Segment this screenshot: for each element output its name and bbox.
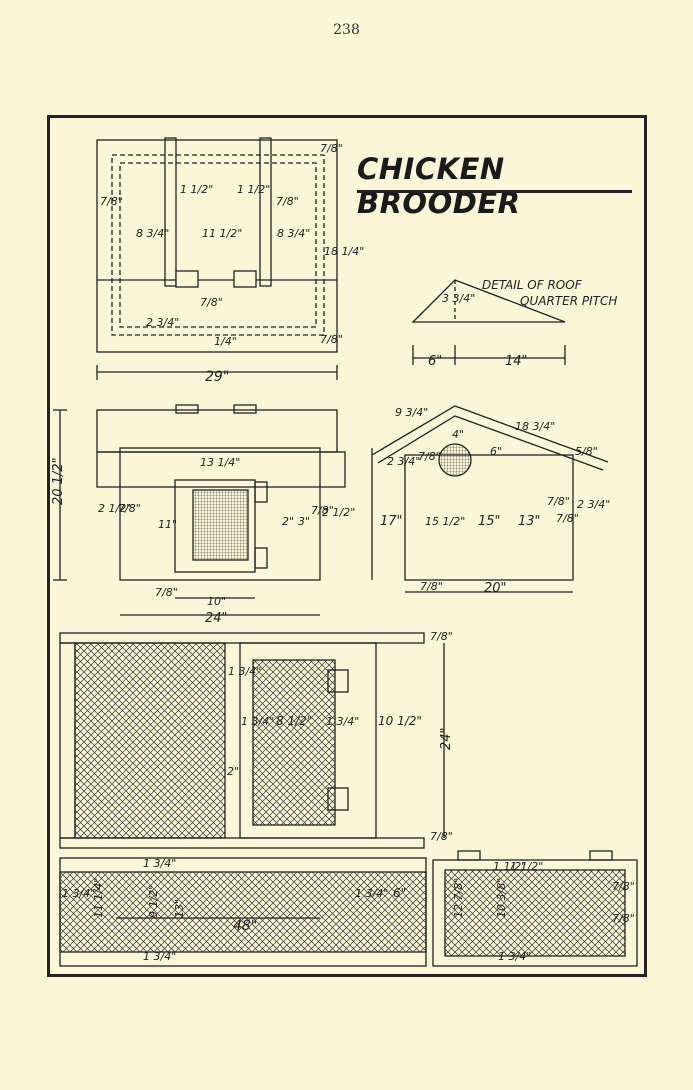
dim-label: 1 1/2" [180,183,213,196]
dim-label: 7/8" [276,195,299,208]
dim-label: 7/8" [547,495,570,508]
dim-label: 1 3/4" [228,665,261,678]
dim-label: 17" [380,514,403,529]
page-number: 238 [333,22,360,38]
dim-label: 1 3/4" [62,887,95,900]
dim-label: 7/8" [612,880,635,893]
dim-label: 2 3/4" [387,455,420,468]
dim-label: 13" [518,514,541,529]
dim-label: 1 1/2" [237,183,270,196]
dim-label: 7/8" [418,450,441,463]
dim-label: 1 3/4" [241,715,274,728]
roof-detail [411,279,566,365]
dim-label: 1 1/2" [493,860,526,873]
dim-label: 7/8" [100,195,123,208]
dim-label: 1 3/4" [498,950,531,963]
dim-label: 1 3/4" [143,857,176,870]
dim-label: 4" [452,428,464,441]
dim-label: 8 3/4" [136,227,169,240]
top-view [96,137,338,380]
dim-label: 7/8" [430,630,453,643]
drawing-plate [47,115,647,977]
dim-label: 7/8" [320,333,343,346]
dim-label: 29" [205,369,229,385]
dim-label: 2" [282,515,294,528]
dim-label: 20" [484,581,507,596]
dim-label: 1 1/2" [510,860,543,873]
dim-label: 15 1/2" [425,515,465,528]
dim-label: 2 1/2" [98,502,131,515]
dim-label: 3 3/4" [442,292,475,305]
dim-label: 7/8" [311,504,334,517]
dim-label: 18 1/4" [324,245,364,258]
dim-label: 11" [158,518,177,531]
dim-label: 7/8" [320,142,343,155]
dim-label: 9 3/4" [395,406,428,419]
dim-label: 24" [205,611,228,626]
drawing-title-text: CHICKEN BROODER [357,152,521,220]
dim-label: 9 1/2" [147,885,160,918]
dim-label: 11 1/2" [202,227,242,240]
dim-label: 5/8" [575,445,598,458]
dim-label: 24" [439,727,454,750]
dim-label: 20 1/2" [51,457,66,505]
bottom-view [59,850,638,967]
dim-label: 15" [478,514,501,529]
dim-label: 7/8" [430,830,453,843]
dim-label: 7/8" [200,296,223,309]
dim-label: 7/8" [118,502,141,515]
dim-label: 7/8" [155,586,178,599]
dim-label: 2 3/4" [146,316,179,329]
roof-detail-line2: QUARTER PITCH [520,294,618,308]
dim-label: 7/8" [612,912,635,925]
dim-label: 1 3/4" [326,715,359,728]
dim-label: 6" [490,445,502,458]
dim-label: 10 3/8" [495,878,508,918]
roof-detail-caption: DETAIL OF ROOF QUARTER PITCH [482,277,642,309]
dim-label: 1 3/4" [143,950,176,963]
dim-label: 7/8" [420,580,443,593]
dim-label: 10 1/2" [378,714,422,728]
dim-label: 3" [298,515,310,528]
dim-label: 2" [227,765,239,778]
dim-label: 8 1/2" [276,714,312,728]
dim-label: 13 1/4" [200,456,240,469]
dim-label: 8 3/4" [277,227,310,240]
dim-label: 1/4" [214,335,237,348]
dim-label: 7/8" [556,512,579,525]
dim-label: 18 3/4" [515,420,555,433]
dim-label: 14" [505,354,528,369]
dim-label: 48" [233,918,257,934]
title-underline [357,190,632,193]
dim-label: 6" [428,354,442,369]
dim-label: 12 7/8" [452,878,465,918]
dim-label: 1 3/4" [355,887,388,900]
front-view [53,404,346,616]
dim-label: 6" [393,886,406,900]
plan-view [59,632,445,849]
dim-label: 10" [207,595,226,608]
dim-label: 2 1/2" [322,506,355,519]
side-view [371,405,609,593]
roof-detail-line1: DETAIL OF ROOF [482,278,582,292]
dim-label: 13" [173,899,186,918]
drawing-title: CHICKEN BROODER [357,152,637,220]
dim-label: 11 1/4" [92,878,105,918]
dim-label: 2 3/4" [577,498,610,511]
